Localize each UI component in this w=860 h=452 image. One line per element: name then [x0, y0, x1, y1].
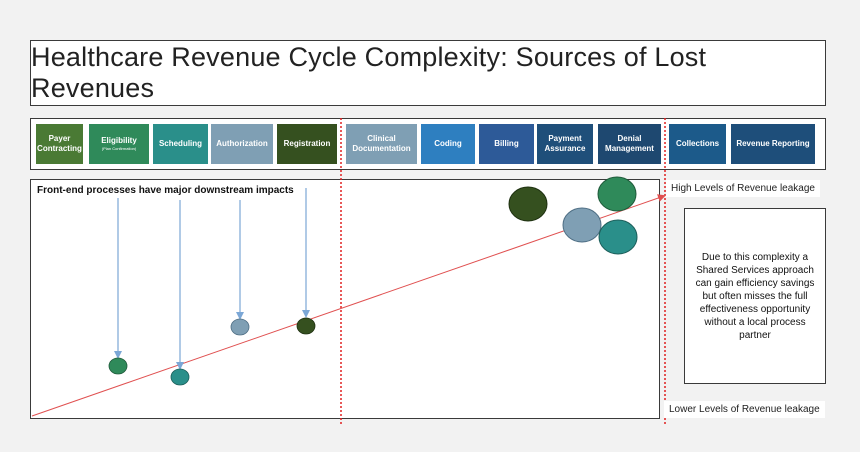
impact-panel — [30, 179, 660, 419]
stage-authorization: Authorization — [211, 124, 273, 164]
title-box: Healthcare Revenue Cycle Complexity: Sou… — [30, 40, 826, 106]
stage-payer-contracting: Payer Contracting — [36, 124, 83, 164]
bubble-authorization — [230, 318, 250, 336]
stage-billing: Billing — [479, 124, 534, 164]
low-leakage-label: Lower Levels of Revenue leakage — [664, 401, 825, 418]
stage-label: Payer Contracting — [37, 134, 82, 153]
bubble-scheduling — [170, 368, 190, 386]
bubble-registration — [296, 317, 316, 335]
process-stage-bar: Payer Contracting Eligibility (Plan Conf… — [30, 118, 826, 170]
stage-coding: Coding — [421, 124, 475, 164]
bubble-eligibility — [108, 357, 128, 375]
note-text: Due to this complexity a Shared Services… — [695, 251, 815, 341]
stage-label: Scheduling — [158, 139, 203, 148]
page-title: Healthcare Revenue Cycle Complexity: Sou… — [31, 42, 707, 103]
bubble-large-teal — [598, 219, 638, 255]
high-leakage-label: High Levels of Revenue leakage — [666, 180, 820, 197]
trend-line — [31, 194, 666, 417]
panel-heading: Front-end processes have major downstrea… — [37, 185, 294, 196]
stage-label: Revenue Reporting — [736, 139, 810, 148]
stage-label: Collections — [675, 139, 720, 148]
stage-sublabel: (Plan Confirmation) — [101, 146, 137, 151]
stage-label: Payment Assurance — [544, 134, 586, 153]
stage-registration: Registration — [277, 124, 337, 164]
stage-payment-assurance: Payment Assurance — [537, 124, 593, 164]
stage-collections: Collections — [669, 124, 726, 164]
bubble-large-dark — [508, 186, 548, 222]
stage-label: Denial Management — [605, 134, 654, 153]
stage-revenue-reporting: Revenue Reporting — [731, 124, 815, 164]
stage-clinical-documentation: Clinical Documentation — [346, 124, 417, 164]
stage-label: Eligibility — [101, 136, 137, 145]
bubble-large-green — [597, 176, 637, 212]
stage-scheduling: Scheduling — [153, 124, 208, 164]
stage-label: Registration — [283, 139, 331, 148]
stage-label: Coding — [434, 139, 462, 148]
stage-label: Clinical Documentation — [352, 134, 411, 153]
bubble-large-steel — [562, 207, 602, 243]
stage-label: Authorization — [216, 139, 268, 148]
stage-denial-management: Denial Management — [598, 124, 661, 164]
stage-label: Billing — [494, 139, 519, 148]
shared-services-note: Due to this complexity a Shared Services… — [684, 208, 826, 384]
stage-eligibility: Eligibility (Plan Confirmation) — [89, 124, 149, 164]
